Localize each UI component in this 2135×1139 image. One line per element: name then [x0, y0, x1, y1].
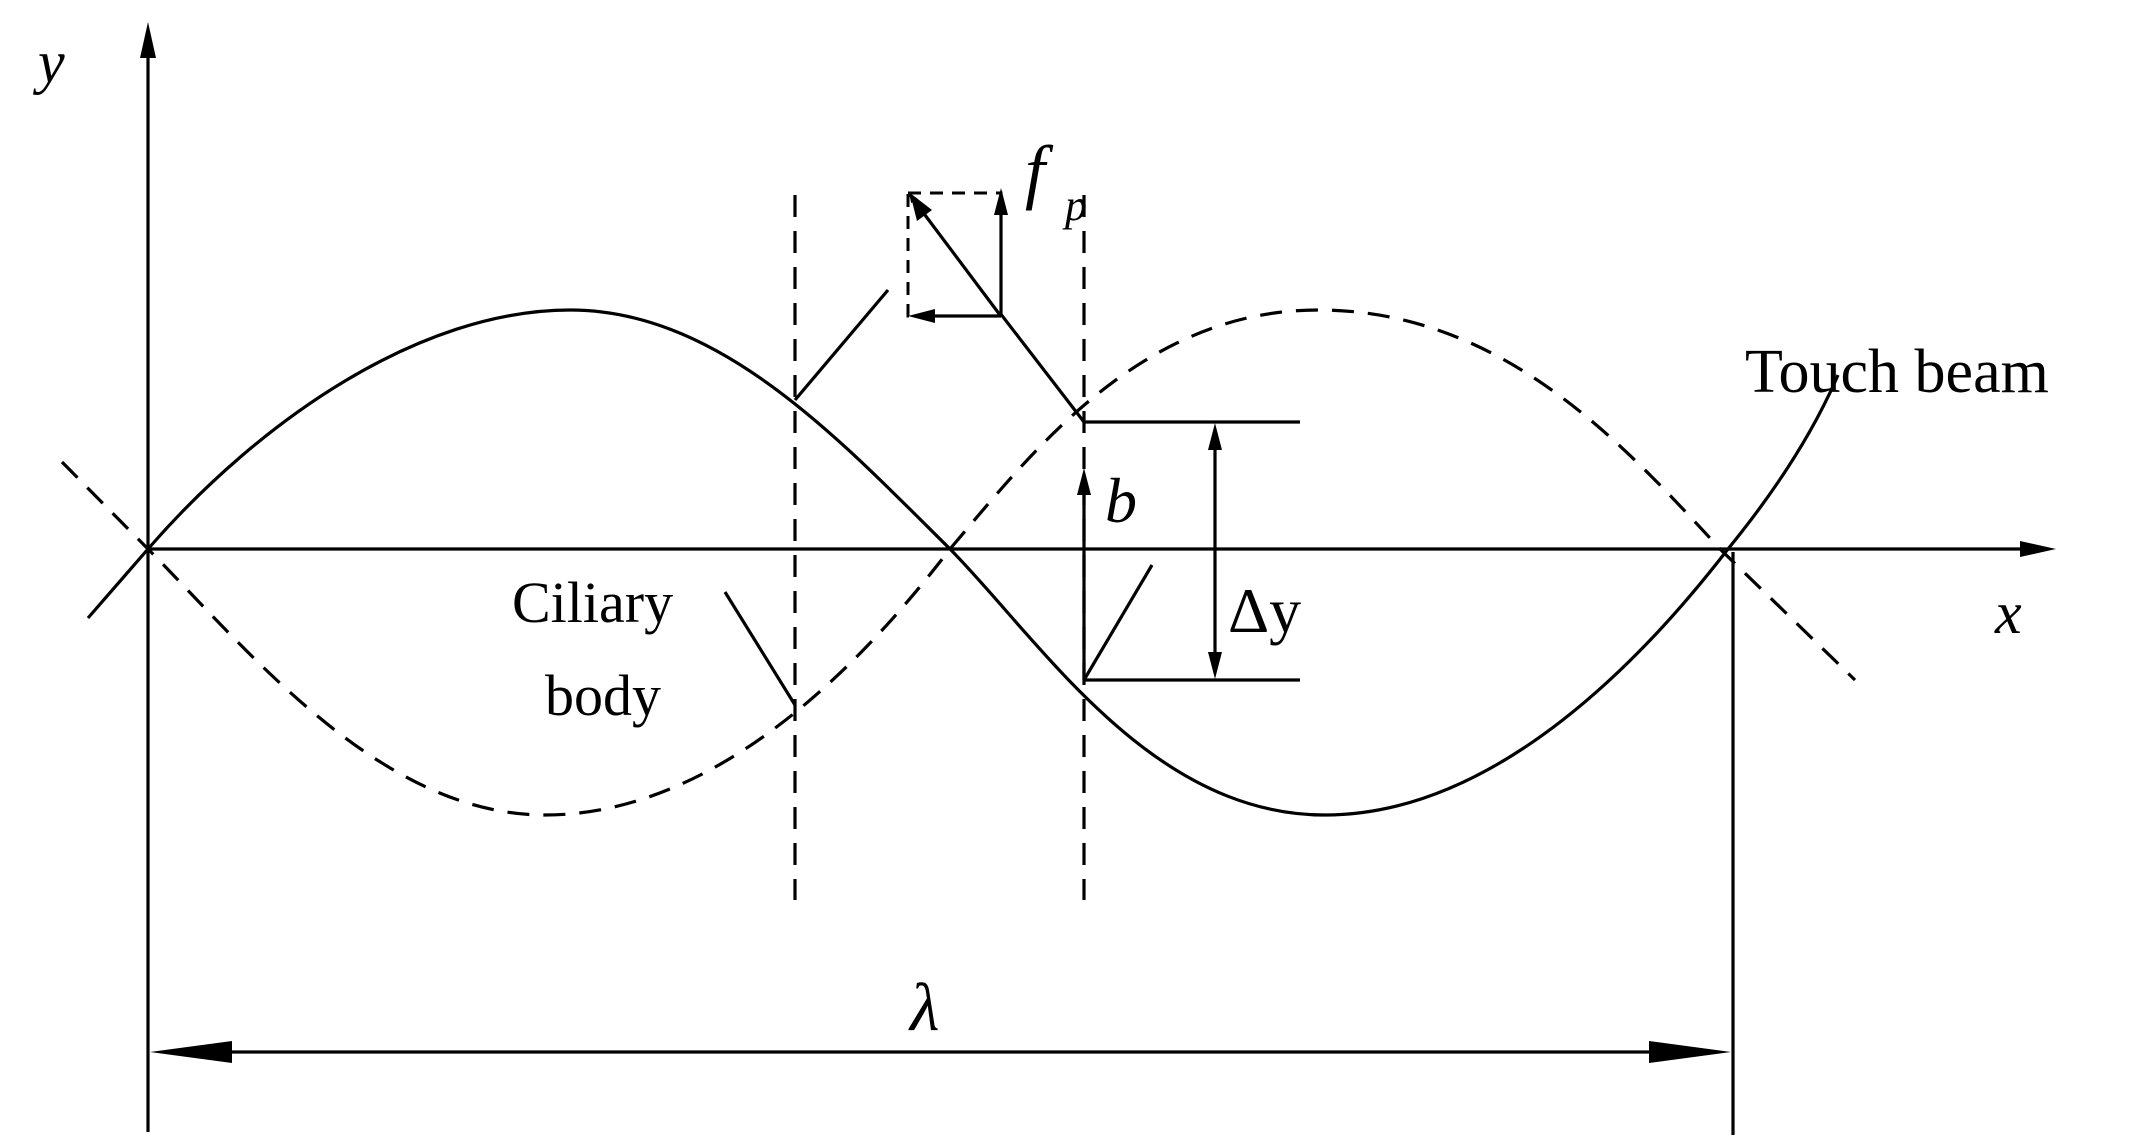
delta-y-bottom-head [1208, 652, 1222, 679]
solid-wave [86, 308, 1840, 817]
lambda-label: λ [908, 969, 939, 1045]
cilium-center-lower [1082, 564, 1154, 681]
force-label: f [1025, 131, 1054, 211]
y-axis-arrowhead [140, 22, 156, 58]
force-vertical-head [994, 188, 1008, 215]
ciliary-label-line2: body [545, 663, 661, 728]
force-subscript-label: p [1062, 181, 1087, 230]
ciliary-body-leader [723, 591, 797, 706]
touch-beam-label: Touch beam [1745, 338, 2049, 406]
ciliary-label-line1: Ciliary [512, 570, 673, 635]
dashed-wave [60, 308, 1857, 817]
force-vector-head [910, 193, 932, 221]
cilium-center-upper [998, 312, 1086, 423]
x-axis-arrowhead [2020, 541, 2056, 557]
y-axis-label: y [32, 29, 65, 95]
delta-y-top-head [1208, 423, 1222, 450]
delta-y-label: Δy [1228, 575, 1301, 646]
lambda-left-head [150, 1041, 232, 1063]
b-vector-head [1077, 468, 1091, 495]
x-axis-label: x [1994, 580, 2022, 646]
force-horizontal-head [908, 309, 935, 323]
cilium-left [793, 288, 890, 402]
lambda-right-head [1649, 1041, 1731, 1063]
b-label: b [1105, 465, 1137, 536]
